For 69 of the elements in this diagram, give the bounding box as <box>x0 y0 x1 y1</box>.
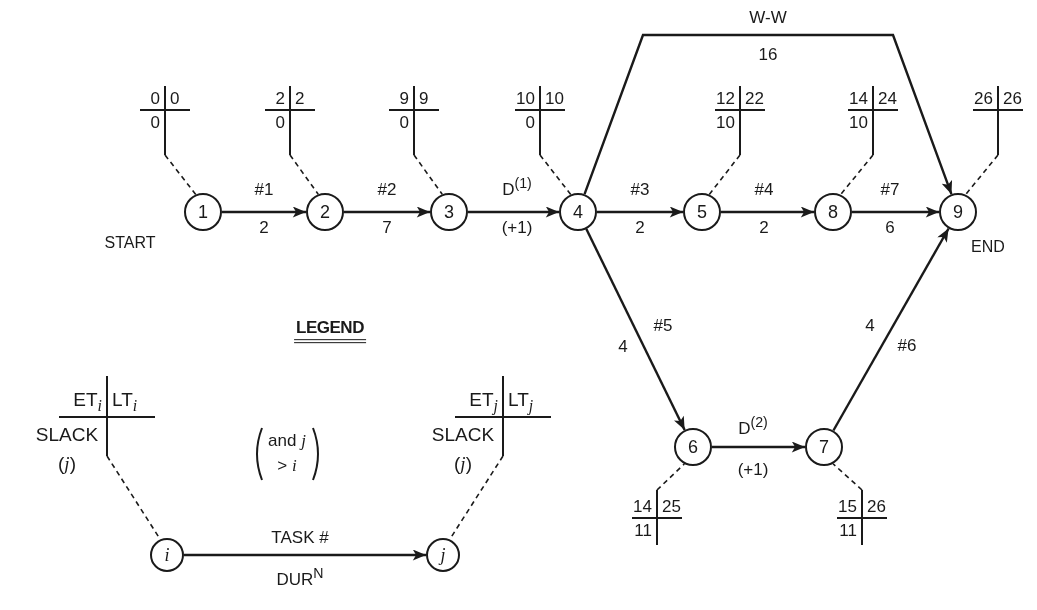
earliest-time: 15 <box>838 498 857 515</box>
latest-time: 26 <box>867 498 886 515</box>
slack-value: 11 <box>634 522 652 539</box>
event-circle: 1 <box>184 193 222 231</box>
earliest-time: 26 <box>974 90 993 107</box>
slack-value: 0 <box>275 114 285 131</box>
event-circle: 3 <box>430 193 468 231</box>
leader-line <box>413 154 443 196</box>
leader-line <box>839 154 874 196</box>
slack-value: 0 <box>525 114 535 131</box>
node-caption: START <box>104 234 156 252</box>
latest-time: 0 <box>170 90 180 107</box>
earliest-time: ET$_{i}$ <box>73 390 102 414</box>
earliest-time: 12 <box>716 90 735 107</box>
latest-time: LT$_{j}$ <box>508 390 534 414</box>
latest-time: 10 <box>545 90 564 107</box>
latest-time: 9 <box>419 90 429 107</box>
event-circle: 7 <box>805 428 843 466</box>
arrow <box>184 549 426 561</box>
event-circle: j <box>426 538 460 572</box>
earliest-time: ET$_{j}$ <box>469 390 498 414</box>
event-circle: 5 <box>683 193 721 231</box>
latest-time: 25 <box>662 498 681 515</box>
event-circle: i <box>150 538 184 572</box>
event-circle: 8 <box>814 193 852 231</box>
latest-time: 26 <box>1003 90 1022 107</box>
arrow <box>344 206 430 218</box>
arrow <box>721 206 814 218</box>
lag-label: (+1) <box>735 460 771 480</box>
latest-time: LT$_{i}$ <box>112 390 138 414</box>
slack-value: 11 <box>839 522 857 539</box>
earliest-time: 10 <box>516 90 535 107</box>
latest-time: 2 <box>295 90 305 107</box>
arrow <box>712 441 805 453</box>
earliest-time: 2 <box>275 90 285 107</box>
legend-heading: LEGEND <box>294 319 366 343</box>
leader-line <box>832 462 863 491</box>
arrow <box>583 33 953 195</box>
condition-note: and j > i <box>267 430 307 477</box>
arrow <box>597 206 683 218</box>
arrow <box>468 206 559 218</box>
earliest-time: 0 <box>150 90 160 107</box>
leader-line <box>964 154 999 196</box>
slack-value: 0 <box>150 114 160 131</box>
event-circle: 2 <box>306 193 344 231</box>
earliest-time: 14 <box>849 90 868 107</box>
lag-label: (+1) <box>499 218 535 238</box>
earliest-time: 14 <box>633 498 652 515</box>
arrow <box>222 206 306 218</box>
latest-time: 24 <box>878 90 897 107</box>
arrow <box>832 227 950 432</box>
leader-line <box>289 154 319 196</box>
node-caption: END <box>971 238 1005 256</box>
leader-line <box>164 154 197 196</box>
slack-value: SLACK (j) <box>34 423 100 476</box>
event-circle: 9 <box>939 193 977 231</box>
arrow <box>852 206 939 218</box>
earliest-time: 9 <box>399 90 409 107</box>
leader-line <box>539 154 572 196</box>
slack-value: 10 <box>716 114 735 131</box>
leader-line <box>656 463 686 491</box>
slack-value: 0 <box>399 114 409 131</box>
slack-value: SLACK (j) <box>430 423 496 476</box>
event-circle: 6 <box>674 428 712 466</box>
arrow <box>585 228 686 431</box>
event-circle: 4 <box>559 193 597 231</box>
leader-line <box>708 154 741 196</box>
latest-time: 22 <box>745 90 764 107</box>
slack-value: 10 <box>849 114 868 131</box>
